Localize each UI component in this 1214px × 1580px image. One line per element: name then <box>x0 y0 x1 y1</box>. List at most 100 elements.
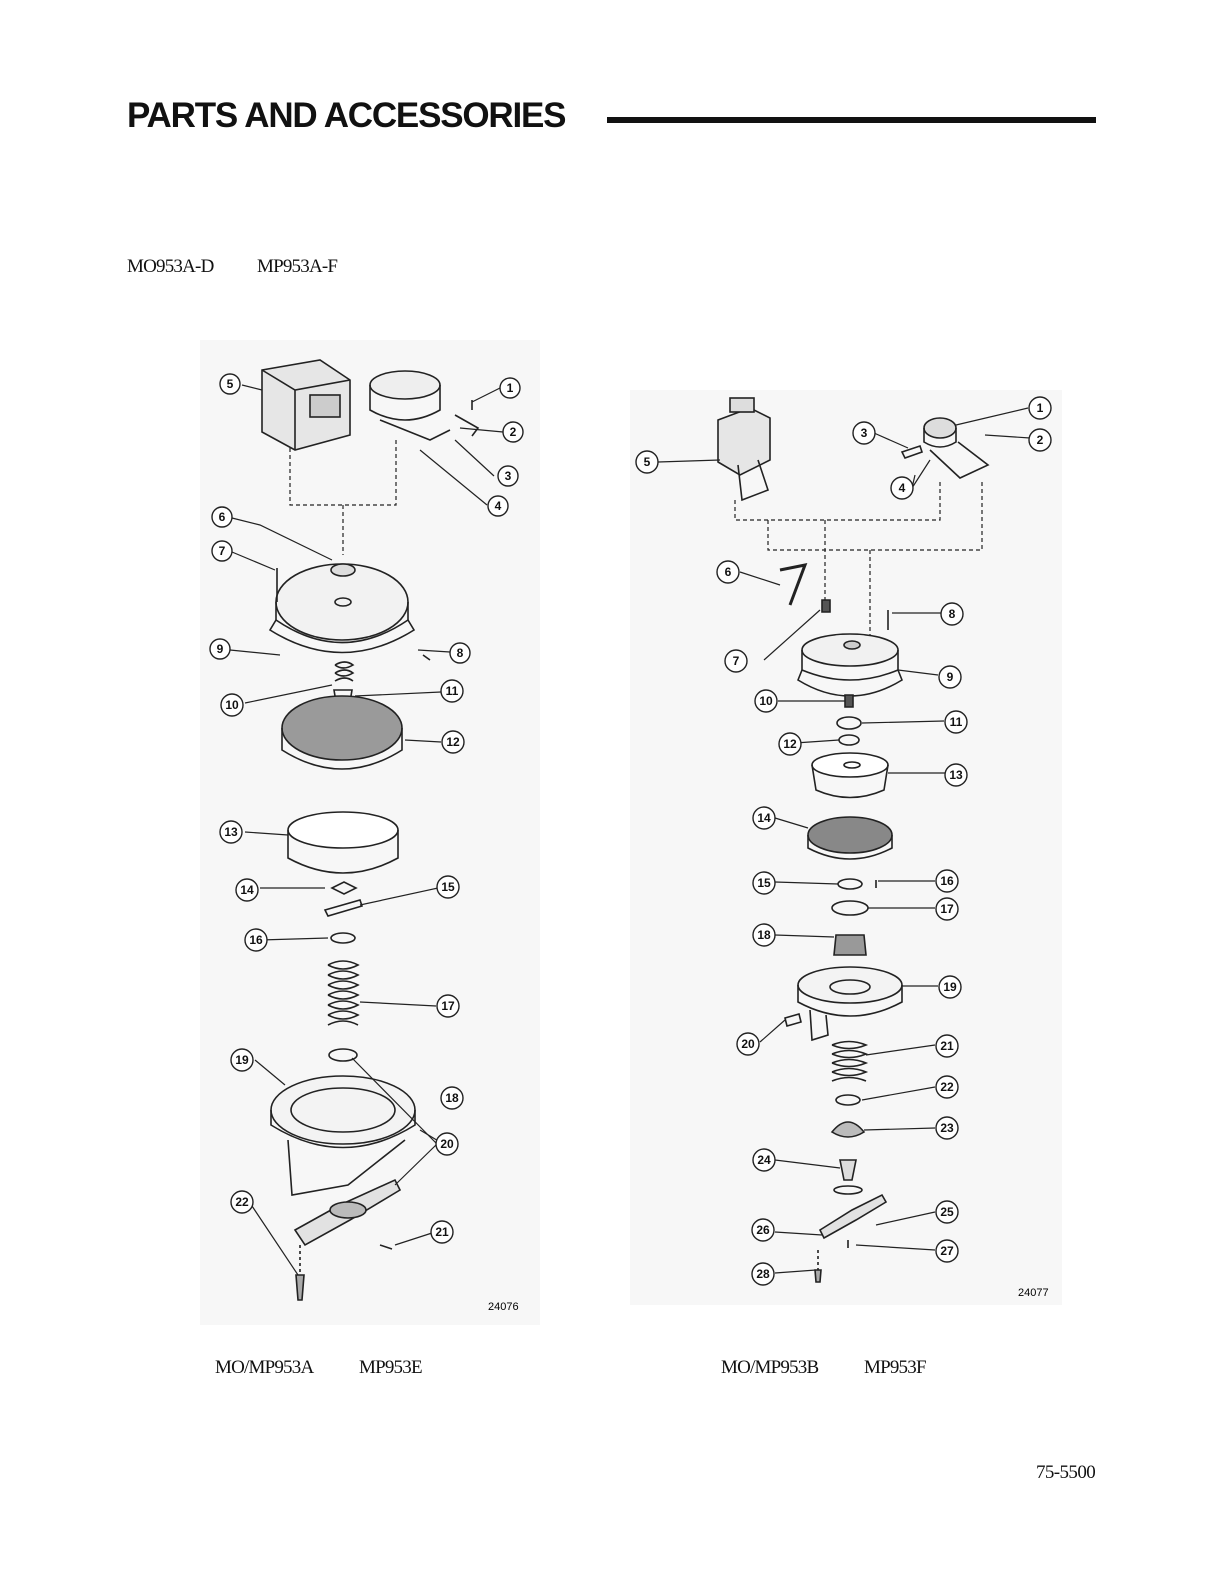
callout-label: 23 <box>940 1121 954 1135</box>
callout-16: 16 <box>245 929 267 951</box>
callout-label: 15 <box>757 876 771 890</box>
drawing-number: 24077 <box>1018 1287 1049 1299</box>
callout-1: 1 <box>1029 397 1051 419</box>
callout-label: 1 <box>507 381 514 395</box>
callout-label: 22 <box>235 1195 249 1209</box>
callout-label: 22 <box>940 1080 954 1094</box>
callout-22: 22 <box>231 1191 253 1213</box>
model-range-left: MO953A-D <box>127 256 214 278</box>
callout-7: 7 <box>725 650 747 672</box>
callout-label: 15 <box>441 880 455 894</box>
callout-label: 18 <box>757 928 771 942</box>
callout-label: 8 <box>949 607 956 621</box>
exploded-view-right: 1 2 3 4 5 6 7 8 9 10 11 12 13 14 15 16 1… <box>630 390 1062 1305</box>
callout-21: 21 <box>936 1035 958 1057</box>
callout-9: 9 <box>210 639 230 659</box>
callout-5: 5 <box>220 374 240 394</box>
callout-9: 9 <box>939 666 961 688</box>
callout-19: 19 <box>231 1049 253 1071</box>
callout-label: 8 <box>457 646 464 660</box>
callout-17: 17 <box>437 995 459 1017</box>
callout-16: 16 <box>936 870 958 892</box>
callout-label: 3 <box>505 469 512 483</box>
callout-label: 21 <box>940 1039 954 1053</box>
callout-28: 28 <box>752 1263 774 1285</box>
callout-5: 5 <box>636 451 658 473</box>
callout-2: 2 <box>503 422 523 442</box>
callout-6: 6 <box>212 507 232 527</box>
figure-caption-left-a: MO/MP953A <box>215 1357 313 1379</box>
callout-label: 4 <box>899 481 906 495</box>
callout-label: 17 <box>940 902 954 916</box>
callout-label: 19 <box>235 1053 249 1067</box>
callout-label: 2 <box>510 425 517 439</box>
callout-label: 9 <box>947 670 954 684</box>
figure-caption-right-b: MP953F <box>864 1357 926 1379</box>
callout-26: 26 <box>752 1219 774 1241</box>
callout-27: 27 <box>936 1240 958 1262</box>
callout-label: 6 <box>725 565 732 579</box>
callout-8: 8 <box>450 643 470 663</box>
callout-1: 1 <box>500 378 520 398</box>
callout-11: 11 <box>441 680 463 702</box>
callout-25: 25 <box>936 1201 958 1223</box>
callout-20: 20 <box>737 1033 759 1055</box>
callout-14: 14 <box>753 807 775 829</box>
callout-label: 9 <box>217 642 224 656</box>
callout-6: 6 <box>717 561 739 583</box>
callout-label: 17 <box>441 999 455 1013</box>
callout-19: 19 <box>939 976 961 998</box>
callout-15: 15 <box>437 876 459 898</box>
callout-label: 14 <box>240 883 254 897</box>
callout-8: 8 <box>941 603 963 625</box>
callout-label: 18 <box>445 1091 459 1105</box>
callout-label: 11 <box>950 715 963 729</box>
callout-7: 7 <box>212 541 232 561</box>
callout-24: 24 <box>753 1149 775 1171</box>
callout-label: 2 <box>1037 433 1044 447</box>
callout-label: 6 <box>219 510 226 524</box>
callout-label: 11 <box>446 684 459 698</box>
callout-12: 12 <box>442 731 464 753</box>
callout-14: 14 <box>236 879 258 901</box>
drawing-number: 24076 <box>488 1301 519 1313</box>
callout-18: 18 <box>441 1087 463 1109</box>
callout-label: 24 <box>757 1153 771 1167</box>
exploded-view-left: 1 2 3 4 5 6 7 8 9 10 11 12 13 14 15 16 1… <box>200 340 540 1325</box>
callout-12: 12 <box>779 733 801 755</box>
callout-label: 14 <box>757 811 771 825</box>
callout-label: 7 <box>733 654 740 668</box>
callout-label: 10 <box>225 698 239 712</box>
model-range-right: MP953A-F <box>257 256 337 278</box>
callout-label: 20 <box>440 1137 454 1151</box>
callout-label: 21 <box>435 1225 449 1239</box>
callout-label: 12 <box>783 737 797 751</box>
title-rule <box>607 117 1096 123</box>
callout-23: 23 <box>936 1117 958 1139</box>
callout-4: 4 <box>891 477 913 499</box>
callout-label: 3 <box>861 426 868 440</box>
callout-label: 26 <box>756 1223 770 1237</box>
figure-caption-left-b: MP953E <box>359 1357 422 1379</box>
callout-10: 10 <box>755 690 777 712</box>
callout-20: 20 <box>436 1133 458 1155</box>
callout-label: 13 <box>224 825 238 839</box>
figure-caption-right-a: MO/MP953B <box>721 1357 818 1379</box>
callout-label: 12 <box>446 735 460 749</box>
callout-2: 2 <box>1029 429 1051 451</box>
document-number: 75-5500 <box>1036 1462 1095 1484</box>
page-title: PARTS AND ACCESSORIES <box>127 94 565 138</box>
callout-15: 15 <box>753 872 775 894</box>
callout-label: 16 <box>940 874 954 888</box>
callout-3: 3 <box>853 422 875 444</box>
callout-label: 7 <box>219 544 226 558</box>
callout-label: 28 <box>756 1267 770 1281</box>
callout-label: 10 <box>759 694 773 708</box>
callout-22: 22 <box>936 1076 958 1098</box>
callout-13: 13 <box>220 821 242 843</box>
callout-label: 25 <box>940 1205 954 1219</box>
callout-17: 17 <box>936 898 958 920</box>
callout-label: 19 <box>943 980 957 994</box>
callout-10: 10 <box>221 694 243 716</box>
callout-21: 21 <box>431 1221 453 1243</box>
